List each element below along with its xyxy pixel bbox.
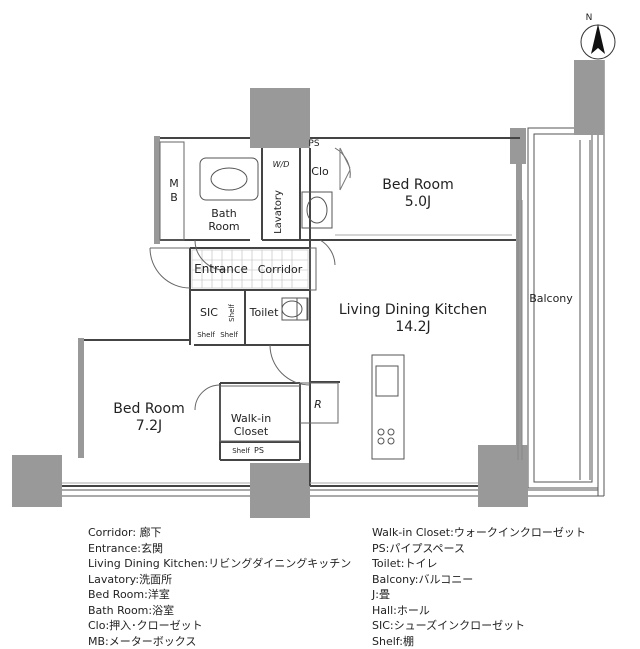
legend-item: Clo:押入･クローゼット <box>88 618 351 634</box>
ps-bottom-label: PS <box>254 446 264 455</box>
legend-item: Walk-in Closet:ウォークインクローゼット <box>372 525 586 541</box>
compass-icon <box>581 24 615 59</box>
legend-item: MB:メーターボックス <box>88 634 351 649</box>
sic-label: SIC <box>200 306 218 319</box>
bed-room-2-name: Bed Room <box>113 401 184 417</box>
bath-room-label-1: Bath <box>211 207 237 220</box>
legend-item: Living Dining Kitchen:リビングダイニングキッチン <box>88 556 351 572</box>
ldk-size: 14.2J <box>395 319 430 335</box>
legend-item: Bath Room:浴室 <box>88 603 351 619</box>
legend-item: Lavatory:洗面所 <box>88 572 351 588</box>
mb-label-2: B <box>170 191 178 204</box>
toilet-icon <box>282 298 308 320</box>
legend-item: Entrance:玄関 <box>88 541 351 557</box>
lavatory-label: Lavatory <box>273 190 284 234</box>
shelf-label-4: Shelf <box>232 447 250 455</box>
bed-room-1-name: Bed Room <box>382 177 453 193</box>
bath-room-label-2: Room <box>208 220 239 233</box>
entrance-label: Entrance <box>194 262 248 276</box>
refrigerator-label: R <box>314 398 322 411</box>
doors <box>150 148 350 410</box>
outer-shell <box>160 142 338 441</box>
legend-item: Bed Room:洋室 <box>88 587 351 603</box>
legend-item: PS:パイプスペース <box>372 541 586 557</box>
walk-in-closet-label-2: Closet <box>234 425 269 438</box>
legend-item: J:畳 <box>372 587 586 603</box>
shelf-label-1: Shelf <box>228 304 236 322</box>
clo-label: Clo <box>311 165 329 178</box>
kitchen-island-icon <box>372 355 404 459</box>
wd-label: W/D <box>273 160 290 169</box>
legend-item: SIC:シューズインクローゼット <box>372 618 586 634</box>
walk-in-closet-label-1: Walk-in <box>231 412 271 425</box>
balcony-label: Balcony <box>529 292 573 305</box>
corridor-label: Corridor <box>258 263 303 276</box>
ps-top-label: PS <box>308 139 319 149</box>
washbasin-icon <box>302 192 332 228</box>
mb-label-1: M <box>169 177 179 190</box>
bed-room-1-size: 5.0J <box>405 194 431 210</box>
ldk-name: Living Dining Kitchen <box>339 302 487 318</box>
legend-item: Corridor: 廊下 <box>88 525 351 541</box>
shelf-label-2: Shelf <box>197 331 215 339</box>
legend-item: Hall:ホール <box>372 603 586 619</box>
toilet-label: Toilet <box>249 306 279 319</box>
bed-room-2-size: 7.2J <box>136 418 162 434</box>
legend-item: Toilet:トイレ <box>372 556 586 572</box>
legend-right: Walk-in Closet:ウォークインクローゼット PS:パイプスペース T… <box>372 525 586 649</box>
legend-item: Shelf:棚 <box>372 634 586 649</box>
closet-doors <box>340 148 350 190</box>
legend-left: Corridor: 廊下 Entrance:玄関 Living Dining K… <box>88 525 351 649</box>
bathtub-icon <box>200 158 258 200</box>
legend-item: Balcony:バルコニー <box>372 572 586 588</box>
shelf-label-3: Shelf <box>220 331 238 339</box>
compass-north-label: N <box>586 13 593 23</box>
floor-plan: Bed Room 5.0J Living Dining Kitchen 14.2… <box>0 0 640 520</box>
